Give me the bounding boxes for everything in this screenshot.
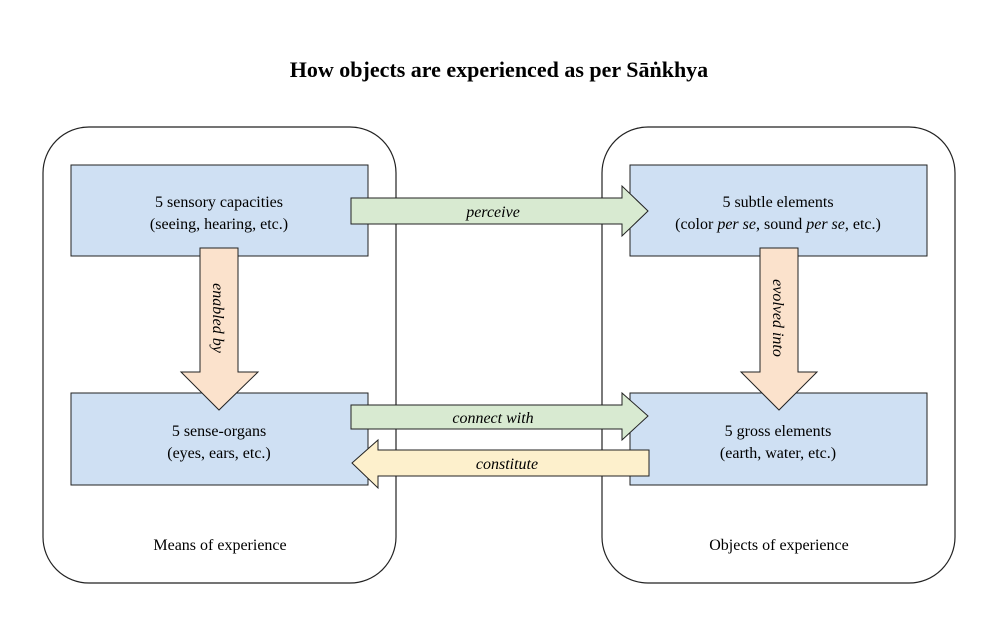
means-group-label: Means of experience [153, 537, 286, 554]
objects-group-label: Objects of experience [709, 537, 848, 554]
arrow-evolved-into-label: evolved into [769, 279, 786, 357]
arrow-perceive: perceive [350, 184, 649, 238]
box-subtle-elements: 5 subtle elements (color per se, sound p… [629, 164, 928, 257]
box-gross-elements-line2: (earth, water, etc.) [720, 445, 836, 462]
objects-group-frame [601, 126, 956, 584]
means-group-frame [42, 126, 397, 584]
subtle-line2-a: (color [675, 216, 717, 233]
arrow-connect-with: connect with [350, 391, 649, 442]
subtle-line2-b: per se [716, 216, 756, 233]
box-gross-elements-line1: 5 gross elements [725, 423, 832, 440]
diagram-title: How objects are experienced as per Sāṅkh… [290, 57, 708, 82]
arrow-constitute: constitute [351, 438, 650, 490]
box-sensory-capacities: 5 sensory capacities (seeing, hearing, e… [70, 164, 369, 257]
arrow-enabled-by: enabled by [179, 247, 260, 411]
subtle-line2-c: , sound [756, 216, 806, 233]
box-sense-organs-line2: (eyes, ears, etc.) [167, 445, 271, 462]
box-subtle-elements-line2: (color per se, sound per se, etc.) [675, 216, 881, 233]
box-sensory-capacities-line1: 5 sensory capacities [155, 194, 283, 211]
box-subtle-elements-line1: 5 subtle elements [722, 194, 833, 211]
arrow-enabled-by-label: enabled by [209, 283, 226, 354]
arrow-evolved-into: evolved into [739, 247, 819, 411]
arrow-constitute-label: constitute [476, 456, 538, 473]
subtle-line2-e: , etc.) [845, 216, 881, 233]
subtle-line2-d: per se [805, 216, 845, 233]
arrow-perceive-label: perceive [465, 204, 520, 221]
arrow-connect-with-label: connect with [452, 410, 533, 427]
box-sensory-capacities-line2: (seeing, hearing, etc.) [150, 216, 288, 233]
box-sense-organs-line1: 5 sense-organs [172, 423, 266, 440]
